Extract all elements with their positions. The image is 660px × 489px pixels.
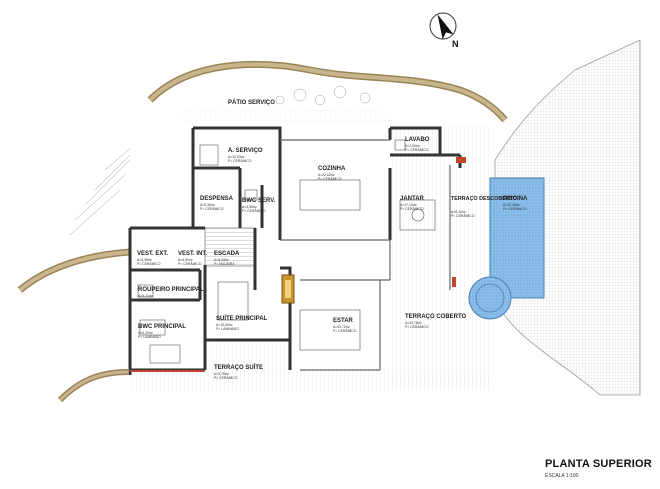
room-name: LAVABO bbox=[405, 137, 430, 143]
room-area: A=17,10m² bbox=[400, 203, 418, 207]
room-name: ROUPEIRO PRINCIPAL bbox=[138, 287, 204, 293]
room-floor: P= CERÂMICO bbox=[318, 177, 342, 181]
room-area: A=5,36m² bbox=[200, 203, 216, 207]
room-floor: P= LAMINADO bbox=[138, 298, 161, 302]
room-area: A=10,78m² bbox=[405, 321, 423, 325]
room-area: A=10,63m² bbox=[228, 155, 246, 159]
room-area: A=2,50m² bbox=[405, 144, 421, 148]
room-floor: P= CERÂMICO bbox=[451, 214, 475, 218]
room-name: TERRAÇO SUÍTE bbox=[214, 363, 263, 371]
room-name: ESTAR bbox=[333, 318, 354, 324]
room-area: A=8,32m² bbox=[451, 210, 467, 214]
room-name: DESPENSA bbox=[200, 196, 234, 202]
room-floor: P= CERÂMICO bbox=[405, 148, 429, 152]
room-floor: P= CERÂMICO bbox=[200, 207, 224, 211]
drawing-title: PLANTA SUPERIOR bbox=[545, 458, 652, 470]
room-floor: P= LAMINADO bbox=[138, 335, 161, 339]
room-floor: P= CERÂMICO bbox=[242, 209, 266, 213]
room-floor: P= CERÂMICO bbox=[333, 329, 357, 333]
north-label: N bbox=[452, 39, 459, 49]
fireplace bbox=[281, 274, 295, 304]
room-name: COZINHA bbox=[318, 166, 346, 172]
room-floor: P= CERÂMICO bbox=[228, 159, 252, 163]
room-name: BWC SERV. bbox=[242, 198, 276, 204]
room-floor: P= CERÂMICO bbox=[214, 376, 238, 380]
room-area: A=22,62m² bbox=[318, 173, 336, 177]
room-floor: P= CERÂMICO bbox=[400, 207, 424, 211]
room-name: TERRAÇO COBERTO bbox=[405, 314, 467, 320]
room-name: A. SERVIÇO bbox=[228, 148, 263, 154]
terrain-hatch bbox=[494, 39, 641, 396]
room-area: A=22,15m² bbox=[503, 203, 521, 207]
room-floor: P= CERÂMICO bbox=[405, 325, 429, 329]
building bbox=[128, 125, 490, 390]
room-area: A=5,21m² bbox=[138, 294, 154, 298]
room-area: A=6,20m² bbox=[138, 331, 154, 335]
room-name: VEST. EXT. bbox=[137, 251, 168, 257]
room-name: TERRAÇO DESCOBERTO bbox=[451, 196, 517, 202]
room-area: A=5,78m² bbox=[214, 372, 230, 376]
garden-wall bbox=[17, 60, 508, 403]
room-area: A=15,40m² bbox=[216, 323, 234, 327]
room-floor: P= CERÂMICO bbox=[137, 262, 161, 266]
room-area: A=5,33m² bbox=[214, 258, 230, 262]
room-name: BWC PRINCIPAL bbox=[138, 324, 186, 330]
room-area: A=3,56m² bbox=[242, 205, 258, 209]
room-name: SUÍTE PRINCIPAL bbox=[216, 314, 268, 322]
pool bbox=[468, 177, 545, 320]
room-name: JANTAR bbox=[400, 196, 425, 202]
north-arrow: N bbox=[429, 12, 459, 49]
room-area: A=4,36m² bbox=[137, 258, 153, 262]
room-name: PÁTIO SERVIÇO bbox=[228, 99, 275, 106]
room-floor: P= LAMINADO bbox=[216, 327, 239, 331]
room-name: ESCADA bbox=[214, 251, 240, 257]
room-floor: P= MADEIRA bbox=[214, 262, 235, 266]
room-area: A=33,70m² bbox=[333, 325, 351, 329]
drawing-scale: ESCALA 1:100 bbox=[545, 473, 579, 479]
room-floor: P= CERÂMICO bbox=[178, 262, 202, 266]
room-name: VEST. INT. bbox=[178, 251, 207, 257]
room-floor: P= CERÂMICO bbox=[503, 207, 527, 211]
room-labels: PÁTIO SERVIÇO A. SERVIÇO A=10,63m² P= CE… bbox=[137, 99, 528, 380]
room-name: PISCINA bbox=[503, 196, 528, 202]
room-area: A=4,50m² bbox=[178, 258, 194, 262]
